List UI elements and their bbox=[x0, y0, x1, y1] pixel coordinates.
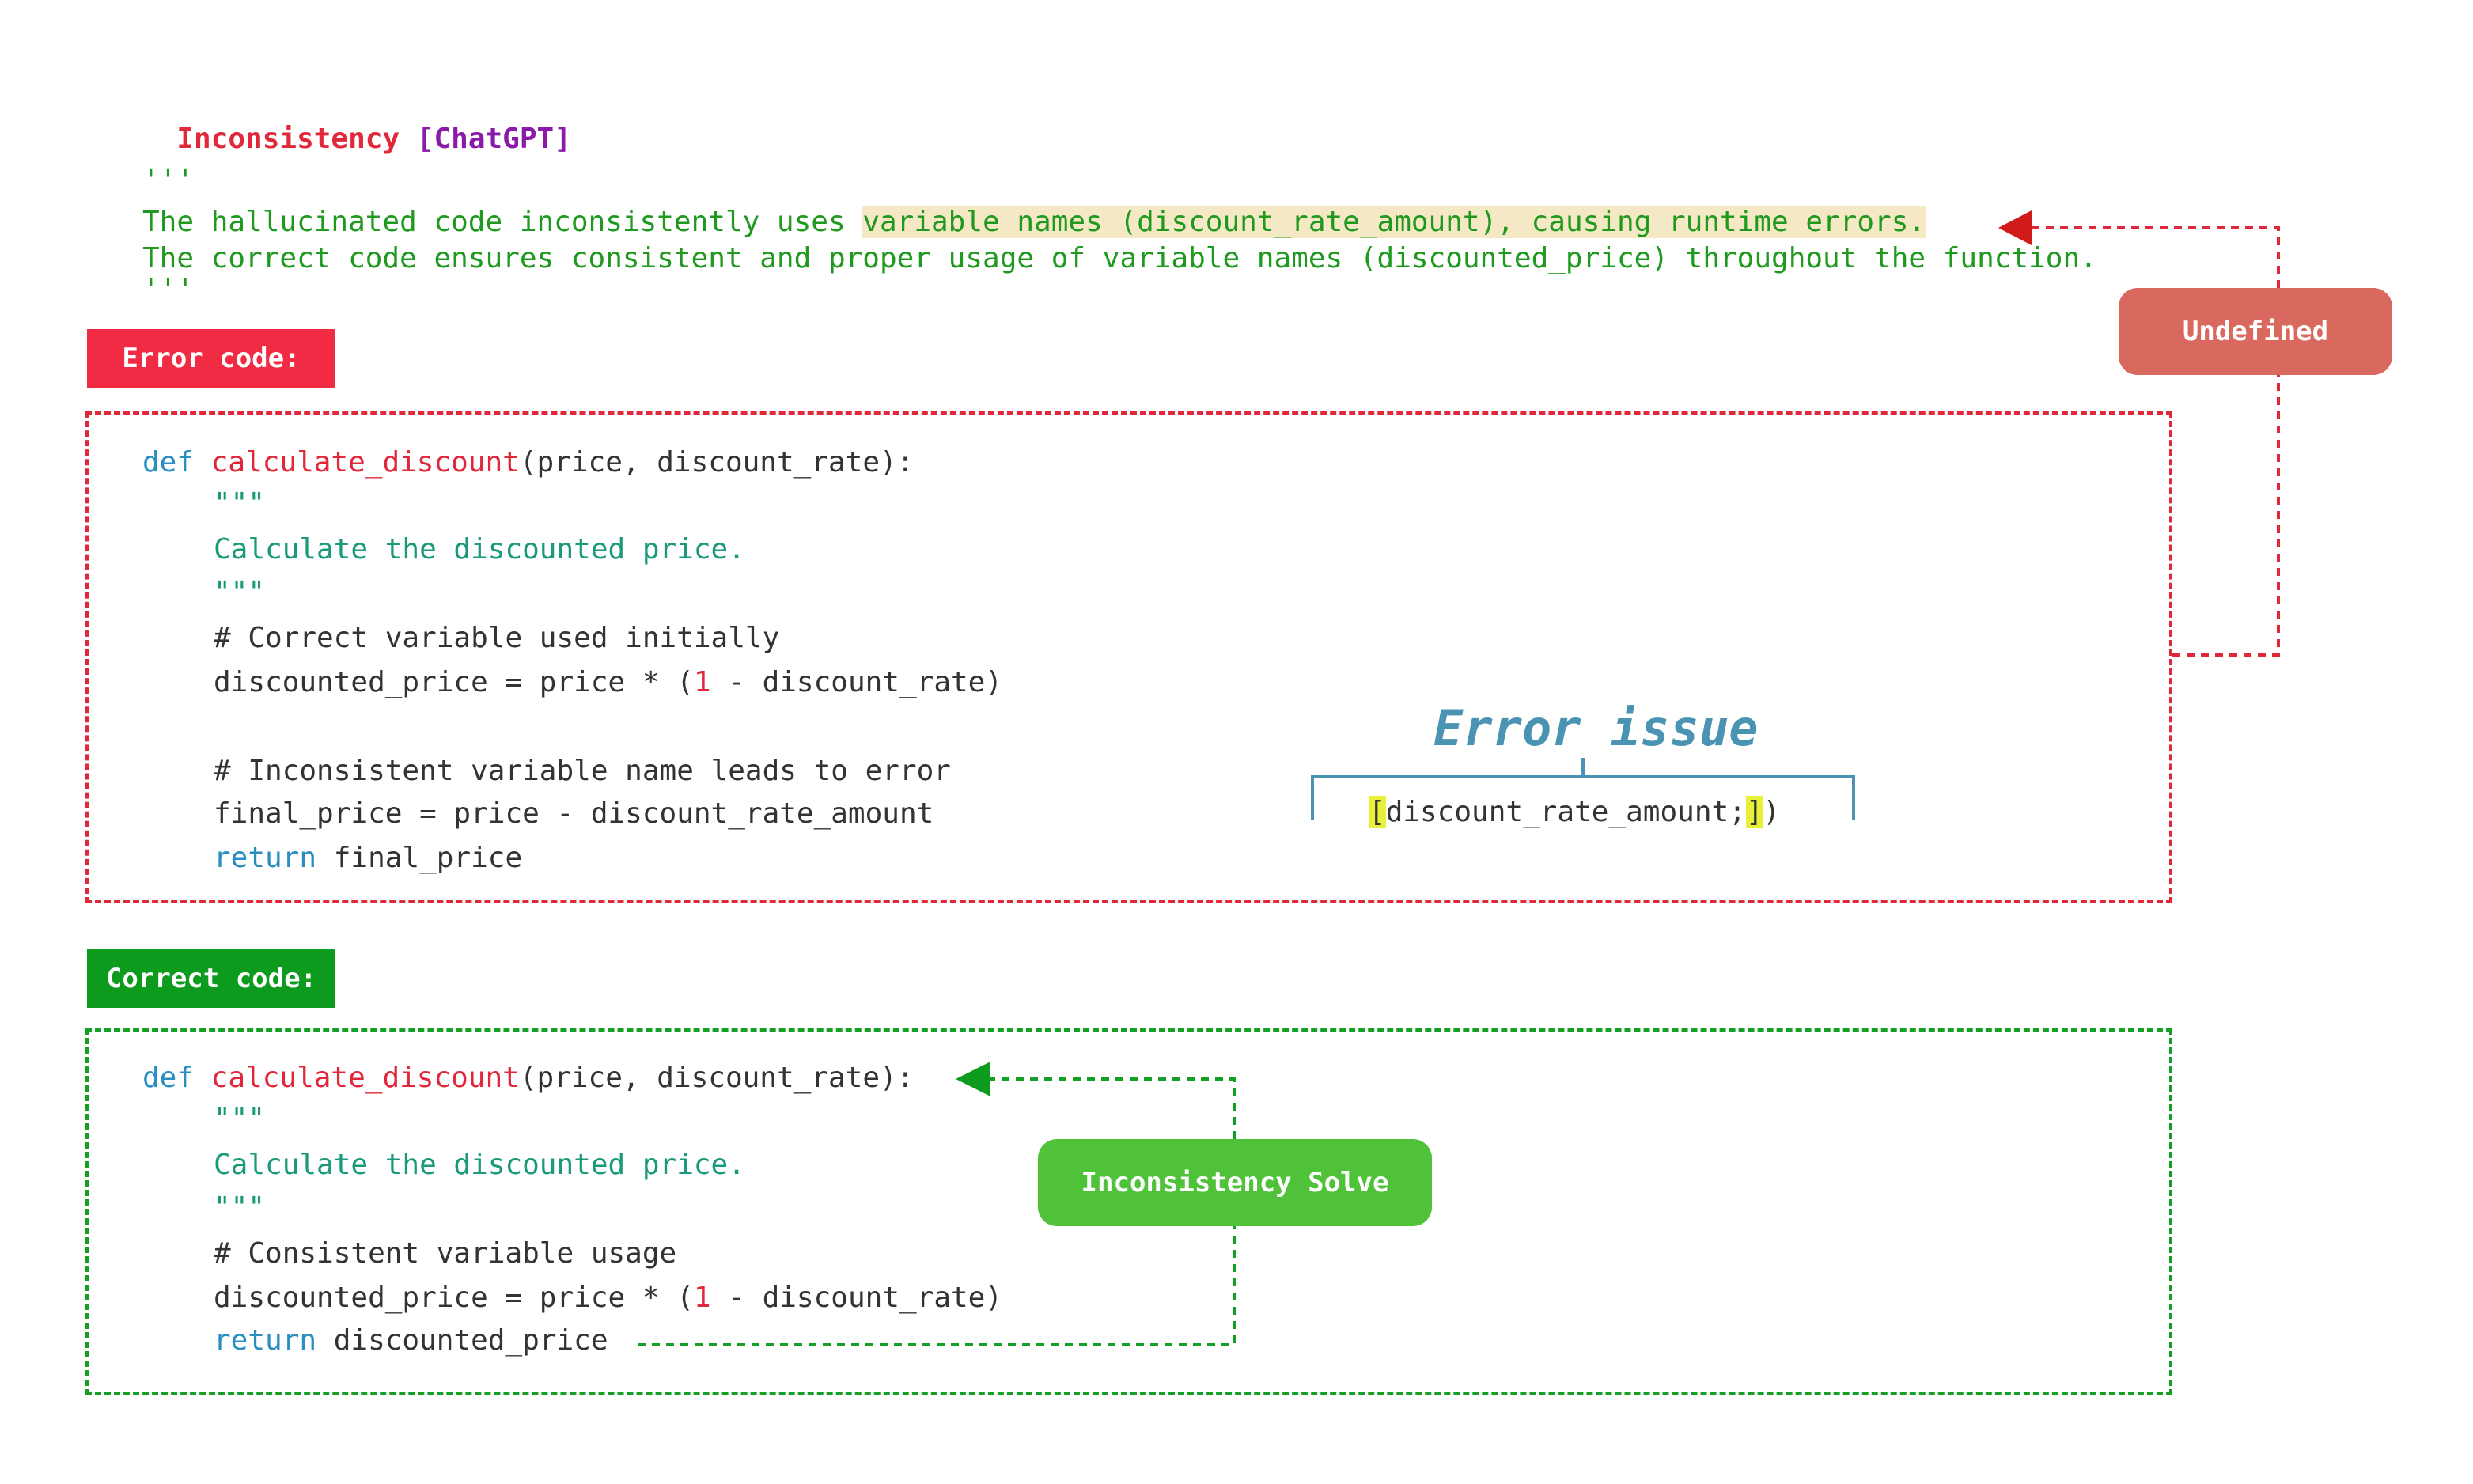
description-highlight: variable names (discount_rate_amount), c… bbox=[862, 206, 1926, 238]
function-params: (price, discount_rate): bbox=[519, 1062, 915, 1094]
error-code-box bbox=[85, 411, 2172, 903]
title-category: Inconsistency bbox=[176, 123, 400, 155]
error-issue-bracket bbox=[1311, 758, 1855, 820]
discounted-price-expr: discounted_price = price * ( bbox=[214, 1281, 694, 1314]
docstring-text: Calculate the discounted price. bbox=[214, 1149, 745, 1181]
undefined-tag: Undefined bbox=[2119, 288, 2392, 375]
return-keyword: return bbox=[214, 1324, 317, 1357]
discounted-price-expr: discounted_price = price * ( bbox=[214, 666, 694, 698]
correct-def-line: def calculate_discount(price, discount_r… bbox=[142, 1062, 914, 1094]
return-keyword: return bbox=[214, 842, 317, 874]
docstring-close: """ bbox=[214, 576, 266, 608]
discounted-price-tail: - discount_rate) bbox=[710, 666, 1003, 698]
docstring-open: """ bbox=[214, 487, 266, 520]
discounted-price-tail: - discount_rate) bbox=[710, 1281, 1003, 1314]
solve-arrow-icon bbox=[956, 1062, 990, 1096]
correct-code-label: Correct code: bbox=[87, 949, 335, 1008]
error-issue-text: discount_rate_amount; bbox=[1385, 796, 1746, 828]
description-line1-text: The hallucinated code inconsistently use… bbox=[142, 206, 863, 238]
docstring-close: """ bbox=[214, 1191, 266, 1224]
comment-inconsistent: # Inconsistent variable name leads to er… bbox=[214, 755, 951, 787]
error-def-line: def calculate_discount(price, discount_r… bbox=[142, 446, 914, 479]
inconsistency-solve-tag: Inconsistency Solve bbox=[1038, 1139, 1432, 1226]
number-one: 1 bbox=[693, 1281, 711, 1314]
correct-code-box bbox=[85, 1028, 2172, 1395]
title: Inconsistency [ChatGPT] bbox=[142, 90, 571, 155]
number-one: 1 bbox=[693, 666, 711, 698]
comment-correct-variable: # Correct variable used initially bbox=[214, 622, 780, 654]
final-price-line: final_price = price - discount_rate_amou… bbox=[214, 797, 934, 830]
function-name: calculate_discount bbox=[210, 446, 520, 479]
discounted-price-line: discounted_price = price * (1 - discount… bbox=[214, 1281, 1002, 1314]
return-value: final_price bbox=[316, 842, 523, 874]
return-value: discounted_price bbox=[316, 1324, 608, 1357]
description-line1: The hallucinated code inconsistently use… bbox=[142, 206, 1926, 238]
description-open-quote: ''' bbox=[142, 165, 195, 197]
description-close-quote: ''' bbox=[142, 274, 195, 306]
title-source: [ChatGPT] bbox=[416, 123, 571, 155]
docstring-text: Calculate the discounted price. bbox=[214, 533, 745, 566]
error-issue-title: Error issue bbox=[1433, 699, 1759, 757]
function-params: (price, discount_rate): bbox=[519, 446, 915, 479]
close-bracket-highlight: ] bbox=[1745, 796, 1763, 828]
def-keyword: def bbox=[142, 446, 195, 479]
return-line: return discounted_price bbox=[214, 1324, 608, 1357]
description-line2: The correct code ensures consistent and … bbox=[142, 242, 2097, 274]
error-issue-tail: ) bbox=[1763, 796, 1781, 828]
undefined-arrow-icon bbox=[1998, 210, 2032, 245]
function-name: calculate_discount bbox=[210, 1062, 520, 1094]
docstring-open: """ bbox=[214, 1103, 266, 1135]
error-issue-snippet: [discount_rate_amount;]) bbox=[1369, 796, 1780, 828]
def-keyword: def bbox=[142, 1062, 195, 1094]
discounted-price-line: discounted_price = price * (1 - discount… bbox=[214, 666, 1002, 698]
open-bracket-highlight: [ bbox=[1369, 796, 1386, 828]
error-code-label: Error code: bbox=[87, 329, 335, 388]
return-line: return final_price bbox=[214, 842, 522, 874]
comment-consistent: # Consistent variable usage bbox=[214, 1237, 677, 1270]
